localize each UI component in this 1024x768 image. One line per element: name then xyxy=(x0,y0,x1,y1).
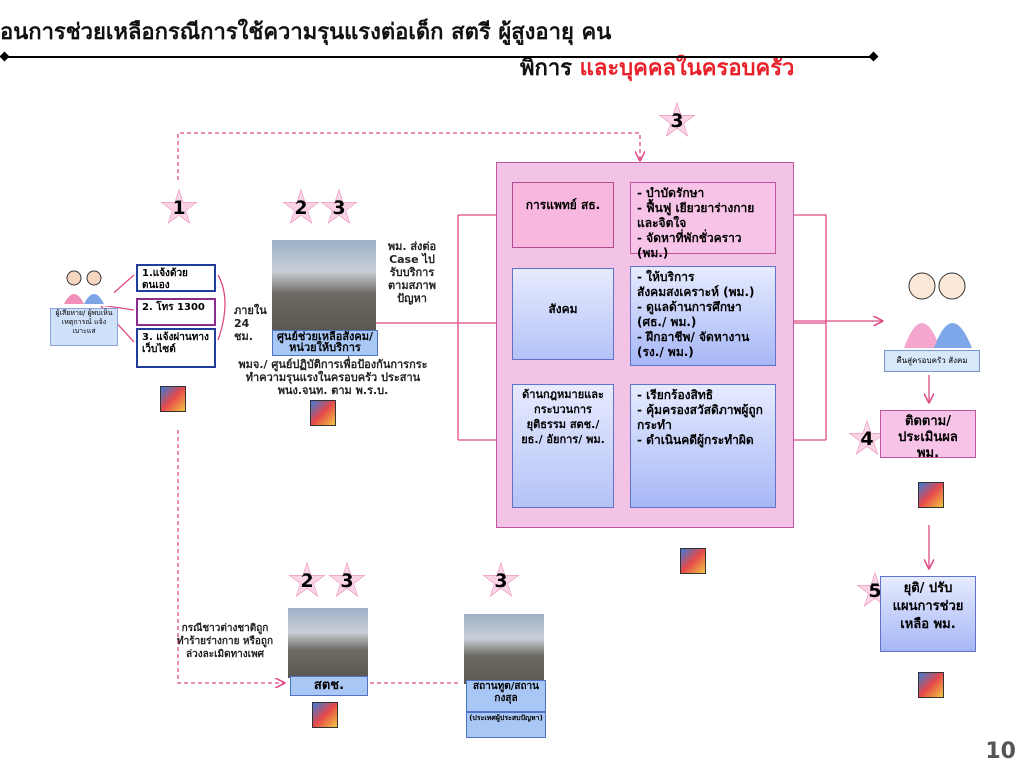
legal-services: - เรียกร้องสิทธิ - คุ้มครองสวัสดิภาพผู้ถ… xyxy=(630,384,776,508)
police-building-photo xyxy=(288,608,368,678)
ministry-seal-icon-2 xyxy=(310,400,336,426)
family-icon xyxy=(900,268,976,348)
ministry-seal-icon-3 xyxy=(680,548,706,574)
agency-building-photo xyxy=(272,240,376,330)
channel-hotline: 2. โทร 1300 xyxy=(136,298,216,326)
victim-icon xyxy=(54,268,114,306)
embassy-note: (ประเทศผู้ประสบปัญหา) xyxy=(466,712,546,738)
social-label: สังคม xyxy=(512,268,614,360)
ministry-seal-icon-4 xyxy=(918,482,944,508)
page-title: อนการช่วยเหลือกรณีการใช้ความรุนแรงต่อเด็… xyxy=(0,20,612,45)
medical-services: - บำบัดรักษา - ฟื้นฟู เยียวยาร่างกายและจ… xyxy=(630,182,776,260)
legal-label: ด้านกฎหมายและกระบวนการยุติธรรม สตช./ ยธ.… xyxy=(512,384,614,508)
social-services: - ให้บริการสังคมสงเคราะห์ (พม.) - ดูแลด้… xyxy=(630,266,776,366)
page-title-line2: พิการ และบุคคลในครอบครัว xyxy=(520,56,795,81)
channel-website: 3. แจ้งผ่านทางเว็บไซต์ xyxy=(136,328,216,368)
followup-box: ติดตาม/ ประเมินผล พม. xyxy=(880,410,976,458)
ministry-seal-icon-5 xyxy=(918,672,944,698)
title-underline xyxy=(4,56,874,58)
embassy-photo xyxy=(464,614,544,684)
family-caption: คืนสู่ครอบครัว สังคม xyxy=(884,350,980,372)
medical-label: การแพทย์ สธ. xyxy=(512,182,614,248)
page-number: 10 xyxy=(985,739,1016,764)
hours-note: ภายใน 24 ชม. xyxy=(234,304,267,343)
victim-caption: ผู้เสียหาย/ ผู้พบเห็น เหตุการณ์ แจ้งเบาะ… xyxy=(50,308,118,346)
send-case-note: พม. ส่งต่อ Case ไปรับบริการตามสภาพปัญหา xyxy=(387,240,437,305)
foreigner-note: กรณีชาวต่างชาติถูกทำร้ายร่างกาย หรือถูกล… xyxy=(176,623,273,660)
ministry-seal-icon xyxy=(160,386,186,412)
end-plan-box: ยุติ/ ปรับแผนการช่วยเหลือ พม. xyxy=(880,576,976,652)
channel-self: 1.แจ้งด้วยตนเอง xyxy=(136,264,216,292)
police-label: สตช. xyxy=(290,676,368,696)
embassy-label: สถานทูต/สถานกงสุล xyxy=(466,680,546,712)
police-seal-icon xyxy=(312,702,338,728)
agency-label: ศูนย์ช่วยเหลือสังคม/หน่วยให้บริการ xyxy=(272,330,378,356)
agency-caption: พมจ./ ศูนย์ปฏิบัติการเพื่อป้องกันการกระท… xyxy=(238,358,428,397)
